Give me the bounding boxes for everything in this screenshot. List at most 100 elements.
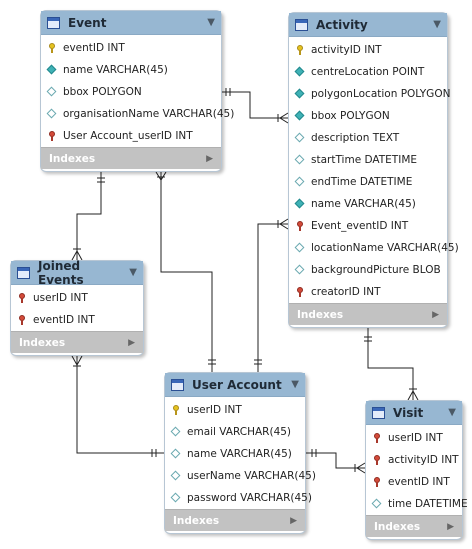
foreign-key-icon <box>372 477 382 487</box>
chevron-down-icon[interactable]: ▼ <box>291 379 299 390</box>
user-account-indexes-section[interactable]: Indexes ▶ <box>165 509 305 531</box>
column-row[interactable]: name VARCHAR(45) <box>165 443 305 465</box>
foreign-key-icon <box>17 315 27 325</box>
foreign-key-icon <box>295 221 305 231</box>
event-table-header[interactable]: Event ▼ <box>41 11 221 35</box>
column-row[interactable]: polygonLocation POLYGON <box>289 83 450 105</box>
connector-event-joined-events <box>76 172 102 260</box>
foreign-key-icon <box>295 287 305 297</box>
column-row[interactable]: Event_eventID INT <box>289 215 447 237</box>
column-row[interactable]: creatorID INT <box>289 281 447 303</box>
table-icon <box>295 18 308 31</box>
triangle-right-icon[interactable]: ▶ <box>290 515 297 526</box>
column-row[interactable]: userID INT <box>165 399 305 421</box>
column-label: locationName VARCHAR(45) <box>311 242 459 254</box>
column-row[interactable]: name VARCHAR(45) <box>289 193 447 215</box>
triangle-right-icon[interactable]: ▶ <box>447 521 454 532</box>
indexes-label: Indexes <box>297 308 344 321</box>
chevron-down-icon[interactable]: ▼ <box>448 407 456 418</box>
column-label: startTime DATETIME <box>311 154 418 166</box>
connector-event-activity <box>222 91 288 119</box>
hollow-diamond-icon <box>372 499 382 509</box>
visit-table-header[interactable]: Visit ▼ <box>366 401 462 425</box>
column-row[interactable]: eventID INT <box>11 309 143 331</box>
filled-diamond-icon <box>295 111 305 121</box>
column-row[interactable]: description TEXT <box>289 127 447 149</box>
triangle-right-icon[interactable]: ▶ <box>128 337 135 348</box>
column-row[interactable]: bbox POLYGON <box>41 81 221 103</box>
indexes-label: Indexes <box>173 514 220 527</box>
column-row[interactable]: activityID INT <box>289 39 447 61</box>
chevron-down-icon[interactable]: ▼ <box>129 267 137 278</box>
chevron-down-icon[interactable]: ▼ <box>433 19 441 30</box>
column-row[interactable]: organisationName VARCHAR(45) <box>41 103 234 125</box>
column-label: description TEXT <box>311 132 400 144</box>
joined-events-table-header[interactable]: Joined Events ▼ <box>11 259 143 287</box>
key-icon <box>47 43 57 53</box>
column-row[interactable]: backgroundPicture BLOB <box>289 259 447 281</box>
column-label: creatorID INT <box>311 286 381 298</box>
column-row[interactable]: endTime DATETIME <box>289 171 447 193</box>
connector-user-account-activity <box>257 223 288 372</box>
key-icon <box>171 405 181 415</box>
user-account-table[interactable]: User Account ▼ userID INT email VARCHAR(4… <box>164 372 316 534</box>
column-row[interactable]: password VARCHAR(45) <box>165 487 312 509</box>
table-icon <box>171 378 184 391</box>
column-row[interactable]: bbox POLYGON <box>289 105 447 127</box>
column-row[interactable]: eventID INT <box>41 37 221 59</box>
triangle-right-icon[interactable]: ▶ <box>206 153 213 164</box>
column-row[interactable]: activityID INT <box>366 449 462 471</box>
column-row[interactable]: email VARCHAR(45) <box>165 421 305 443</box>
indexes-label: Indexes <box>49 152 96 165</box>
joined-events-table[interactable]: Joined Events ▼ userID INT eventID INT In… <box>10 259 144 356</box>
visit-table-title: Visit <box>393 405 424 420</box>
activity-indexes-section[interactable]: Indexes ▶ <box>289 303 447 325</box>
column-label: userName VARCHAR(45) <box>187 470 316 482</box>
triangle-right-icon[interactable]: ▶ <box>432 309 439 320</box>
chevron-down-icon[interactable]: ▼ <box>207 17 215 28</box>
filled-diamond-icon <box>295 67 305 77</box>
column-row[interactable]: userID INT <box>366 427 462 449</box>
column-label: time DATETIME <box>388 498 468 510</box>
column-row[interactable]: userName VARCHAR(45) <box>165 465 316 487</box>
hollow-diamond-icon <box>295 265 305 275</box>
user-account-column-list: userID INT email VARCHAR(45) name VARCHAR(… <box>165 397 316 509</box>
column-row[interactable]: locationName VARCHAR(45) <box>289 237 459 259</box>
hollow-diamond-icon <box>295 177 305 187</box>
column-row[interactable]: eventID INT <box>366 471 462 493</box>
column-row[interactable]: name VARCHAR(45) <box>41 59 221 81</box>
hollow-diamond-icon <box>171 427 181 437</box>
joined-events-column-list: userID INT eventID INT <box>11 285 143 331</box>
column-row[interactable]: time DATETIME <box>366 493 468 515</box>
column-label: name VARCHAR(45) <box>187 448 292 460</box>
indexes-label: Indexes <box>374 520 421 533</box>
event-table-title: Event <box>68 15 107 30</box>
hollow-diamond-icon <box>47 87 57 97</box>
foreign-key-icon <box>372 455 382 465</box>
column-row[interactable]: User Account_userID INT <box>41 125 221 147</box>
activity-table-header[interactable]: Activity ▼ <box>289 13 447 37</box>
hollow-diamond-icon <box>171 493 181 503</box>
visit-table[interactable]: Visit ▼ userID INT activityID INT eventID … <box>365 400 468 540</box>
column-row[interactable]: centreLocation POINT <box>289 61 447 83</box>
column-row[interactable]: userID INT <box>11 287 143 309</box>
connector-activity-visit <box>367 328 414 400</box>
joined-events-indexes-section[interactable]: Indexes ▶ <box>11 331 143 353</box>
filled-diamond-icon <box>295 89 305 99</box>
column-label: userID INT <box>187 404 242 416</box>
connector-user-account-visit <box>306 452 365 469</box>
column-label: endTime DATETIME <box>311 176 413 188</box>
user-account-table-header[interactable]: User Account ▼ <box>165 373 305 397</box>
visit-indexes-section[interactable]: Indexes ▶ <box>366 515 462 537</box>
column-label: userID INT <box>33 292 88 304</box>
indexes-label: Indexes <box>19 336 66 349</box>
column-label: activityID INT <box>388 454 459 466</box>
foreign-key-icon <box>17 293 27 303</box>
hollow-diamond-icon <box>171 449 181 459</box>
event-indexes-section[interactable]: Indexes ▶ <box>41 147 221 169</box>
column-label: email VARCHAR(45) <box>187 426 292 438</box>
column-row[interactable]: startTime DATETIME <box>289 149 447 171</box>
